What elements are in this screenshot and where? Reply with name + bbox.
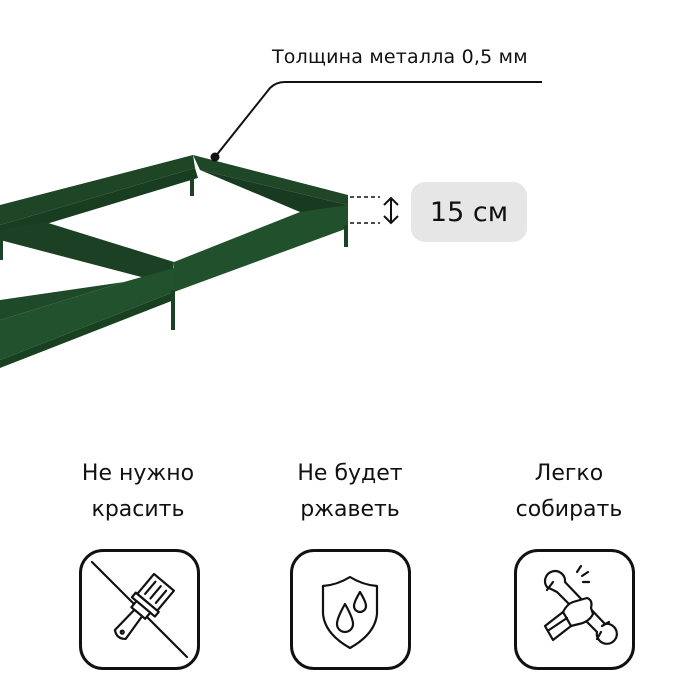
metal-thickness-label: Толщина металла 0,5 мм — [272, 46, 528, 68]
feature-label: Не будет ржаветь — [297, 461, 403, 522]
hand-wrench-icon — [514, 549, 635, 670]
shield-water-drops-icon — [290, 549, 411, 670]
double-arrow-vertical-icon — [383, 196, 399, 225]
callout-dot — [210, 152, 220, 162]
callout-leader-line — [214, 81, 542, 158]
feature-easy-assembly: Легко собирать — [474, 456, 664, 528]
feature-label: Не нужно красить — [81, 461, 195, 522]
feature-label: Легко собирать — [515, 461, 623, 522]
feature-no-paint: Не нужно красить — [43, 456, 233, 528]
height-value: 15 см — [429, 196, 509, 228]
no-paint-brush-icon — [79, 549, 200, 670]
height-badge: 15 см — [411, 182, 527, 242]
feature-no-rust: Не будет ржаветь — [255, 456, 445, 528]
garden-bed-illustration — [0, 81, 542, 368]
